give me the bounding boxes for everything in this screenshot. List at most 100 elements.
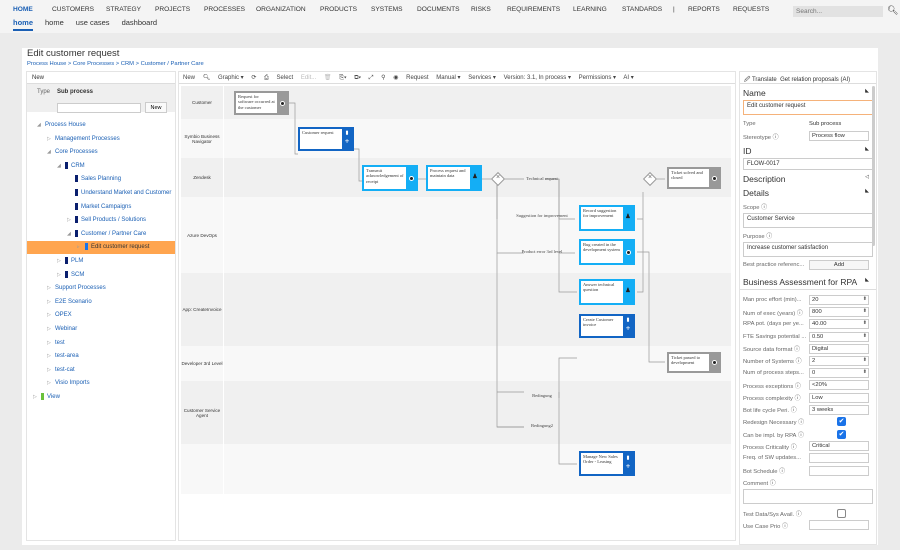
stepper-icon[interactable]: ⬍ (862, 356, 867, 363)
description-section-header[interactable]: Description◁ (743, 174, 869, 185)
nav-item[interactable]: REPORTS (688, 6, 720, 13)
subnav-item[interactable]: use cases (75, 18, 110, 27)
task-node[interactable]: Transmit acknowledgement of receipt (362, 165, 418, 191)
collapse-icon[interactable]: ◢ (47, 149, 51, 156)
expand-icon[interactable]: ▷ (47, 339, 51, 346)
tree-item[interactable]: ▹Edit customer request (77, 241, 149, 254)
field-input[interactable]: 2⬍ (809, 355, 869, 366)
scope-input[interactable]: Customer Service (743, 212, 873, 228)
subnav-item[interactable]: dashboard (121, 18, 158, 27)
translate-icon[interactable]: 🖉︎ (744, 77, 751, 83)
select-button[interactable]: Select (276, 75, 294, 81)
tree-item[interactable]: ▷test-cat (47, 364, 75, 377)
collapse-icon[interactable]: ◢ (67, 230, 71, 237)
expand-icon[interactable]: ▷ (57, 258, 61, 264)
delete-icon[interactable]: 🗑︎ (323, 75, 332, 81)
translate-button[interactable]: Translate (751, 77, 777, 83)
field-input[interactable]: 0.50⬍ (809, 331, 869, 342)
expand-icon[interactable]: ▷ (47, 285, 51, 292)
permissions-menu[interactable]: Permissions ▾ (578, 75, 617, 81)
expand-icon[interactable]: ▷ (47, 135, 51, 142)
expand-icon[interactable]: ▷ (47, 326, 51, 332)
comment-input[interactable] (743, 488, 873, 504)
collapse-icon[interactable]: ◢ (57, 162, 61, 169)
stepper-icon[interactable]: ⬍ (862, 296, 867, 303)
task-node[interactable]: Create Customer invoice▮+ (579, 314, 635, 338)
rpa-section-header[interactable]: Business Assessment for RPA◣ (743, 276, 869, 287)
nav-item[interactable]: DOCUMENTS (417, 6, 460, 13)
tree-item[interactable]: ◢CRM (57, 160, 85, 173)
tree-item[interactable]: ▷Support Processes (47, 282, 106, 295)
hierarchy-icon[interactable]: ⚲ (381, 75, 386, 81)
nav-item[interactable]: CUSTOMERS (52, 6, 95, 13)
subnav-item[interactable]: home (13, 18, 34, 31)
nav-item[interactable]: STRATEGY (106, 6, 142, 13)
tree-item[interactable]: ◢Process House (37, 119, 86, 132)
task-node[interactable]: Customer request▮+ (298, 127, 354, 151)
id-section-header[interactable]: ID◣ (743, 146, 869, 157)
checkbox[interactable]: ✔ (837, 417, 846, 427)
purpose-input[interactable]: Increase customer satisfaction (743, 241, 873, 257)
relation-proposals-button[interactable]: Get relation proposals (AI) (780, 77, 851, 83)
field-input[interactable]: <20% (809, 380, 869, 391)
plus-icon[interactable]: + (625, 324, 631, 334)
nav-item[interactable]: RISKS (471, 6, 491, 13)
task-node[interactable]: Answer technical question♟ (579, 279, 635, 305)
nav-item[interactable]: ORGANIZATION (256, 6, 306, 13)
subnav-item[interactable]: home (45, 18, 64, 27)
name-input[interactable]: Edit customer request (743, 100, 873, 115)
graphic-menu[interactable]: Graphic ▾ (217, 75, 244, 81)
services-menu[interactable]: Services ▾ (468, 75, 496, 81)
new-button[interactable]: New (32, 75, 45, 81)
event-node[interactable]: Request for software occurred at the cus… (234, 91, 289, 115)
task-node[interactable]: Record suggestion for improvement♟ (579, 205, 635, 231)
stepper-icon[interactable]: ⬍ (862, 320, 867, 327)
field-input[interactable] (809, 465, 869, 476)
details-section-header[interactable]: Details◣ (743, 188, 869, 199)
tree-item[interactable]: ▷View (33, 391, 60, 404)
expand-icon[interactable]: ▷ (47, 353, 51, 360)
checkbox[interactable] (837, 508, 846, 518)
tree-item[interactable]: ▷PLM (57, 255, 83, 268)
nav-item[interactable]: STANDARDS (622, 6, 663, 13)
field-input[interactable]: 3 weeks (809, 404, 869, 415)
link-icon[interactable]: ⤢ (368, 75, 374, 81)
nav-item[interactable]: SYSTEMS (371, 6, 403, 13)
stereotype-field[interactable]: Process flow (809, 131, 869, 142)
view-icon[interactable]: ◉ (393, 75, 399, 81)
tree-item[interactable]: ▷Webinar (47, 323, 77, 336)
attach-icon[interactable]: ⎘▾ (339, 75, 347, 81)
tree-item[interactable]: ▷test-area (47, 350, 79, 363)
expand-icon[interactable]: ▷ (33, 394, 37, 400)
field-input[interactable]: Digital (809, 343, 869, 354)
scrollbar[interactable] (872, 86, 875, 246)
tree-item[interactable]: ▷SCM (57, 269, 84, 282)
copy-icon[interactable]: ⧉▾ (354, 75, 362, 81)
collapse-icon[interactable]: ◢ (37, 122, 41, 128)
field-input[interactable]: Critical (809, 441, 869, 452)
add-button[interactable]: Add (809, 259, 869, 270)
tree-item[interactable]: ▷test (47, 337, 65, 350)
nav-item[interactable]: HOME (13, 6, 33, 13)
expand-icon[interactable]: ▹ (77, 244, 80, 251)
expand-icon[interactable]: ▷ (47, 380, 51, 387)
breadcrumb[interactable]: Process House > Core Processes > CRM > C… (27, 61, 204, 67)
name-section-header[interactable]: Name◣ (743, 88, 869, 98)
field-input[interactable] (809, 520, 869, 531)
nav-item[interactable]: LEARNING (573, 6, 607, 13)
nav-item[interactable]: PROCESSES (204, 6, 246, 13)
tree-item[interactable]: ▷Sell Products / Solutions (67, 214, 146, 227)
search-input[interactable] (793, 6, 883, 17)
event-node[interactable]: Ticket solved and closed (667, 167, 721, 189)
nav-item[interactable]: REQUESTS (733, 6, 770, 13)
event-node[interactable]: Ticket passed to development (667, 352, 721, 373)
field-input[interactable]: 20⬍ (809, 295, 869, 306)
tree-new-button[interactable]: New (145, 102, 167, 113)
search-icon[interactable]: 🔍︎ (887, 5, 899, 15)
task-node[interactable]: Manage New Sales Order - Leasing▮+ (579, 451, 635, 476)
stepper-icon[interactable]: ⬍ (862, 369, 867, 376)
tree-item[interactable]: ◢Core Processes (47, 146, 98, 159)
plus-icon[interactable]: + (625, 461, 631, 471)
expand-icon[interactable]: ▷ (47, 366, 51, 373)
tree-item[interactable]: ◢Customer / Partner Care (67, 228, 146, 241)
